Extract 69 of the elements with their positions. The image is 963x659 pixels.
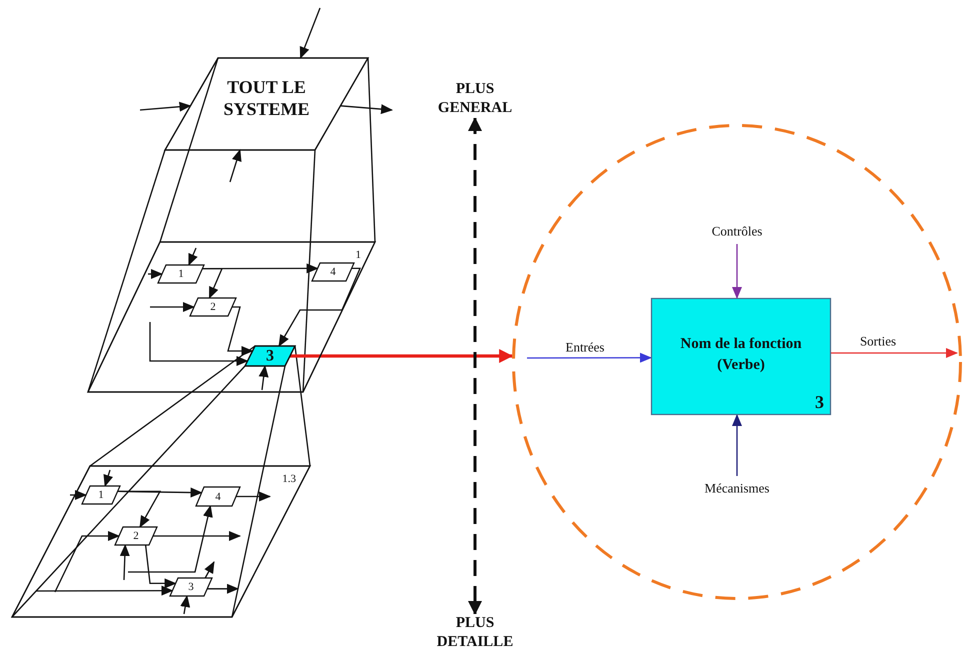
arrow <box>300 8 321 59</box>
function-box <box>82 486 120 504</box>
arrow <box>204 561 215 578</box>
connector-line <box>302 150 316 392</box>
connector-line <box>12 366 246 618</box>
arrow <box>120 544 130 580</box>
function-box <box>196 487 240 506</box>
box-number: 1 <box>98 489 104 501</box>
edge-label: Entrées <box>564 340 606 354</box>
arrow <box>527 352 652 363</box>
box-number: 2 <box>133 530 139 542</box>
diagram-plane <box>88 242 375 392</box>
arrow <box>153 531 241 541</box>
connector-line <box>294 346 311 466</box>
function-box <box>245 346 295 366</box>
dashed-circle <box>512 124 962 600</box>
connector-line <box>87 150 166 392</box>
system-title: TOUT LE SYSTEME <box>222 76 311 120</box>
arrow <box>118 490 162 528</box>
arrow <box>290 349 514 363</box>
function-box <box>170 578 212 596</box>
arrow <box>140 102 192 112</box>
arrow <box>207 584 239 594</box>
edge-label: Mécanismes <box>702 480 772 496</box>
arrow <box>732 244 742 299</box>
function-box <box>312 263 354 281</box>
function-box <box>158 265 204 283</box>
arrow <box>340 104 393 114</box>
diagram-plane <box>12 466 310 617</box>
box-number: 3 <box>266 348 274 364</box>
box-number: 3 <box>188 581 194 593</box>
arrow <box>128 505 213 573</box>
box-number: 1 <box>178 268 184 280</box>
arrow <box>236 492 271 502</box>
connector-line <box>159 58 219 242</box>
arrow <box>36 586 174 596</box>
arrow <box>144 544 177 588</box>
arrow <box>104 470 114 487</box>
edge-label: Contrôles <box>710 224 764 238</box>
arrow <box>180 595 190 614</box>
arrow <box>70 490 87 500</box>
arrow <box>150 302 195 312</box>
arrow <box>202 268 223 299</box>
box-number: 2 <box>210 301 216 313</box>
connector-line <box>367 58 376 242</box>
arrow <box>227 306 254 356</box>
edge-label: Sorties <box>858 334 898 348</box>
function-box <box>190 298 236 316</box>
arrow <box>831 348 958 358</box>
function-box <box>115 527 157 545</box>
box-number: 3 <box>815 392 824 412</box>
system-box <box>165 58 368 150</box>
arrow <box>468 117 482 615</box>
arrow <box>148 269 163 279</box>
function-box <box>651 298 831 415</box>
arrow <box>229 149 242 182</box>
box-number: 4 <box>330 266 336 278</box>
connector-line <box>90 345 256 467</box>
arrow <box>54 531 120 592</box>
arrow <box>258 365 269 390</box>
arrow <box>732 414 742 476</box>
box-number: 4 <box>215 490 221 502</box>
level-number: 1.3 <box>282 473 296 485</box>
arrow <box>149 322 248 366</box>
arrow <box>278 268 361 347</box>
level-number: 1 <box>356 249 361 261</box>
function-title: Nom de la fonction (Verbe) <box>679 335 803 375</box>
connector-line <box>231 366 286 618</box>
arrow <box>188 248 198 266</box>
